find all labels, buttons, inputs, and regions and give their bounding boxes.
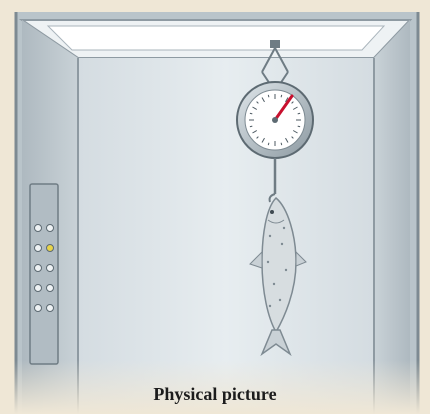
button-panel-plate xyxy=(30,184,58,364)
elevator-cabin xyxy=(0,12,430,414)
scale-tick xyxy=(281,95,282,97)
fish-spot xyxy=(267,261,269,263)
scale-tick xyxy=(298,113,300,114)
scale-tick xyxy=(250,113,252,114)
elevator-button xyxy=(35,245,42,252)
scale-tick xyxy=(268,95,269,97)
scale-tick xyxy=(250,126,252,127)
elevator-button-lit xyxy=(47,245,54,252)
elevator-button xyxy=(47,225,54,232)
elevator-button xyxy=(35,225,42,232)
fish-spot xyxy=(269,235,271,237)
elevator-button-panel xyxy=(30,184,58,364)
scale-needle-pivot xyxy=(272,117,278,123)
scale-tick xyxy=(268,143,269,145)
elevator-button xyxy=(35,265,42,272)
fish-spot xyxy=(283,227,285,229)
fish-spot xyxy=(279,299,281,301)
scale-tick xyxy=(281,143,282,145)
caption: Physical picture xyxy=(0,384,430,405)
fish-spot xyxy=(285,269,287,271)
scale-hook-mount xyxy=(270,40,280,48)
elevator-button xyxy=(35,305,42,312)
fish-spot xyxy=(281,243,283,245)
elevator-button xyxy=(47,265,54,272)
fish-spot xyxy=(269,305,271,307)
ceiling-light xyxy=(48,26,384,50)
scale-tick xyxy=(298,126,300,127)
fish-eye xyxy=(270,210,274,214)
elevator-button xyxy=(35,285,42,292)
elevator-button xyxy=(47,285,54,292)
fish-spot xyxy=(273,283,275,285)
elevator-button xyxy=(47,305,54,312)
elevator-right-wall xyxy=(374,20,410,414)
